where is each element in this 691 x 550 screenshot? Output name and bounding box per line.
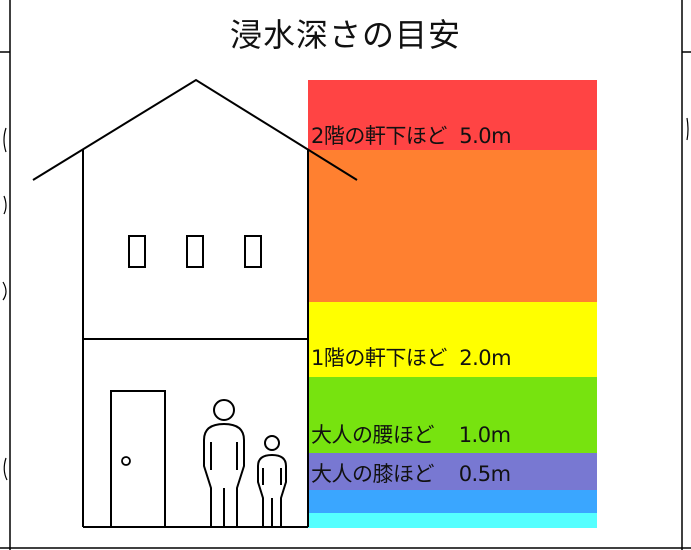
band-green — [308, 377, 597, 453]
label-first-floor-eaves: 1階の軒下ほど 2.0m — [311, 346, 512, 370]
adult-figure — [203, 399, 245, 527]
band-red — [308, 80, 597, 150]
margin-mark — [2, 281, 7, 301]
roof — [32, 78, 358, 181]
window — [128, 235, 146, 268]
band-purple — [308, 453, 597, 490]
label-second-floor-eaves: 2階の軒下ほど 5.0m — [311, 124, 512, 148]
label-adult-waist: 大人の腰ほど 1.0m — [311, 423, 511, 447]
diagram-title: 浸水深さの目安 — [229, 16, 461, 54]
child-figure — [257, 435, 287, 527]
band-blue — [308, 490, 597, 513]
band-orange — [308, 150, 597, 302]
margin-mark — [686, 117, 689, 141]
band-yellow — [308, 302, 597, 377]
window — [186, 235, 204, 268]
margin-mark — [3, 457, 8, 481]
door — [110, 390, 166, 528]
label-adult-knee: 大人の膝ほど 0.5m — [311, 462, 511, 486]
window — [244, 235, 262, 268]
band-cyan — [308, 513, 597, 528]
margin-mark — [3, 195, 7, 215]
door-knob — [121, 456, 131, 466]
margin-mark — [3, 127, 7, 153]
